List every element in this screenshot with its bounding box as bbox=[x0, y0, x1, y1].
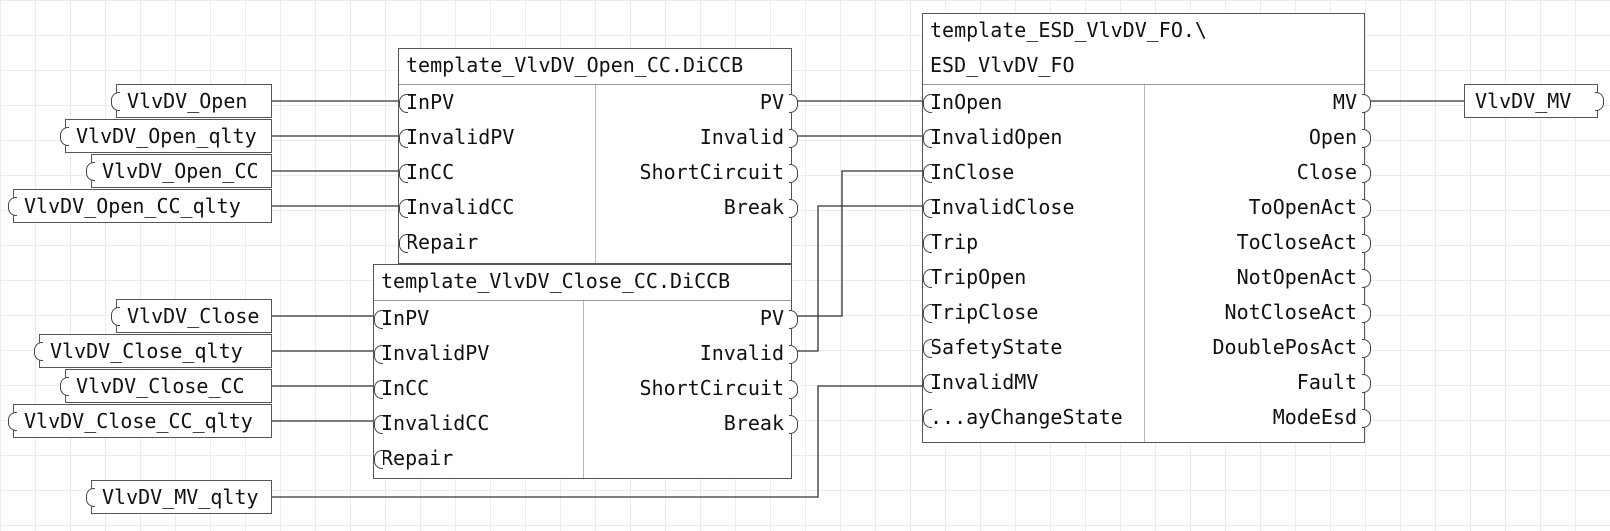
block-divider bbox=[583, 301, 584, 478]
pin-in-invalidpv[interactable]: InvalidPV bbox=[373, 336, 489, 371]
block-title-line2: ESD_VlvDV_FO bbox=[930, 53, 1075, 77]
pin-out-pv[interactable]: PV bbox=[760, 85, 799, 120]
pin-out-modeesd[interactable]: ModeEsd bbox=[1273, 400, 1372, 435]
pin-out-pv[interactable]: PV bbox=[760, 301, 799, 336]
input-tag-vlvdv-mv-qlty[interactable]: VlvDV_MV_qlty bbox=[86, 480, 272, 514]
pin-out-invalid[interactable]: Invalid bbox=[700, 336, 799, 371]
pin-out-notcloseact[interactable]: NotCloseAct bbox=[1225, 295, 1372, 330]
pin-in-trip[interactable]: Trip bbox=[922, 225, 978, 260]
input-tag-vlvdv-open-qlty[interactable]: VlvDV_Open_qlty bbox=[60, 119, 272, 153]
output-tag-vlvdv-mv[interactable]: VlvDV_MV bbox=[1464, 84, 1604, 118]
pin-in-safetystate[interactable]: SafetyState bbox=[922, 330, 1062, 365]
input-tag-vlvdv-close-qlty[interactable]: VlvDV_Close_qlty bbox=[34, 334, 272, 368]
function-block-open-cc[interactable]: template_VlvDV_Open_CC.DiCCB InPV Invali… bbox=[398, 48, 799, 264]
block-title-line1: template_ESD_VlvDV_FO.\ bbox=[930, 18, 1207, 42]
pin-in-inpv[interactable]: InPV bbox=[398, 85, 454, 120]
block-title-text: template_VlvDV_Open_CC.DiCCB bbox=[406, 53, 744, 77]
pin-in-invalidpv[interactable]: InvalidPV bbox=[398, 120, 514, 155]
block-title-text: template_VlvDV_Close_CC.DiCCB bbox=[381, 269, 731, 293]
input-tag-vlvdv-open[interactable]: VlvDV_Open bbox=[111, 84, 272, 118]
pin-out-tocloseact[interactable]: ToCloseAct bbox=[1237, 225, 1372, 260]
input-tag-vlvdv-close-cc[interactable]: VlvDV_Close_CC bbox=[60, 369, 272, 403]
pin-in-repair[interactable]: Repair bbox=[398, 225, 478, 260]
pin-out-mv[interactable]: MV bbox=[1333, 85, 1372, 120]
pin-out-notopenact[interactable]: NotOpenAct bbox=[1237, 260, 1372, 295]
pin-in-allowchangestate[interactable]: ...ayChangeState bbox=[923, 400, 1123, 435]
pin-out-toopenact[interactable]: ToOpenAct bbox=[1249, 190, 1372, 225]
pin-out-invalid[interactable]: Invalid bbox=[700, 120, 799, 155]
pin-in-incc[interactable]: InCC bbox=[398, 155, 454, 190]
pin-in-tripopen[interactable]: TripOpen bbox=[922, 260, 1026, 295]
block-divider bbox=[595, 85, 596, 263]
function-block-close-cc[interactable]: template_VlvDV_Close_CC.DiCCB InPV Inval… bbox=[373, 264, 799, 479]
pin-in-invalidopen[interactable]: InvalidOpen bbox=[922, 120, 1062, 155]
pin-in-inclose[interactable]: InClose bbox=[922, 155, 1014, 190]
pin-in-inopen[interactable]: InOpen bbox=[922, 85, 1002, 120]
pin-in-inpv[interactable]: InPV bbox=[373, 301, 429, 336]
block-title: template_VlvDV_Close_CC.DiCCB bbox=[374, 265, 791, 301]
pin-out-shortcircuit[interactable]: ShortCircuit bbox=[640, 371, 798, 406]
pin-out-shortcircuit[interactable]: ShortCircuit bbox=[640, 155, 798, 190]
block-title: template_ESD_VlvDV_FO.\ ESD_VlvDV_FO bbox=[923, 14, 1364, 85]
pin-in-invalidcc[interactable]: InvalidCC bbox=[398, 190, 514, 225]
pin-out-open[interactable]: Open bbox=[1309, 120, 1372, 155]
input-tag-vlvdv-close-cc-qlty[interactable]: VlvDV_Close_CC_qlty bbox=[8, 404, 272, 438]
pin-out-fault[interactable]: Fault bbox=[1297, 365, 1372, 400]
pin-in-invalidmv[interactable]: InvalidMV bbox=[922, 365, 1038, 400]
pin-in-tripclose[interactable]: TripClose bbox=[922, 295, 1038, 330]
pin-in-invalidcc[interactable]: InvalidCC bbox=[373, 406, 489, 441]
pin-out-close[interactable]: Close bbox=[1297, 155, 1372, 190]
input-tag-vlvdv-open-cc[interactable]: VlvDV_Open_CC bbox=[86, 154, 272, 188]
wire-close-invalid-to-invalidclose bbox=[793, 205, 922, 352]
wire-close-pv-to-inclose bbox=[793, 170, 922, 317]
pin-out-doubleposact[interactable]: DoublePosAct bbox=[1213, 330, 1371, 365]
input-tag-vlvdv-open-cc-qlty[interactable]: VlvDV_Open_CC_qlty bbox=[8, 189, 272, 223]
pin-in-incc[interactable]: InCC bbox=[373, 371, 429, 406]
block-title: template_VlvDV_Open_CC.DiCCB bbox=[399, 49, 791, 85]
pin-in-invalidclose[interactable]: InvalidClose bbox=[923, 190, 1075, 225]
pin-out-break[interactable]: Break bbox=[724, 190, 799, 225]
function-block-esd[interactable]: template_ESD_VlvDV_FO.\ ESD_VlvDV_FO InO… bbox=[922, 13, 1372, 443]
pin-out-break[interactable]: Break bbox=[724, 406, 799, 441]
block-divider bbox=[1144, 85, 1145, 442]
input-tag-vlvdv-close[interactable]: VlvDV_Close bbox=[111, 299, 272, 333]
pin-in-repair[interactable]: Repair bbox=[373, 441, 453, 476]
